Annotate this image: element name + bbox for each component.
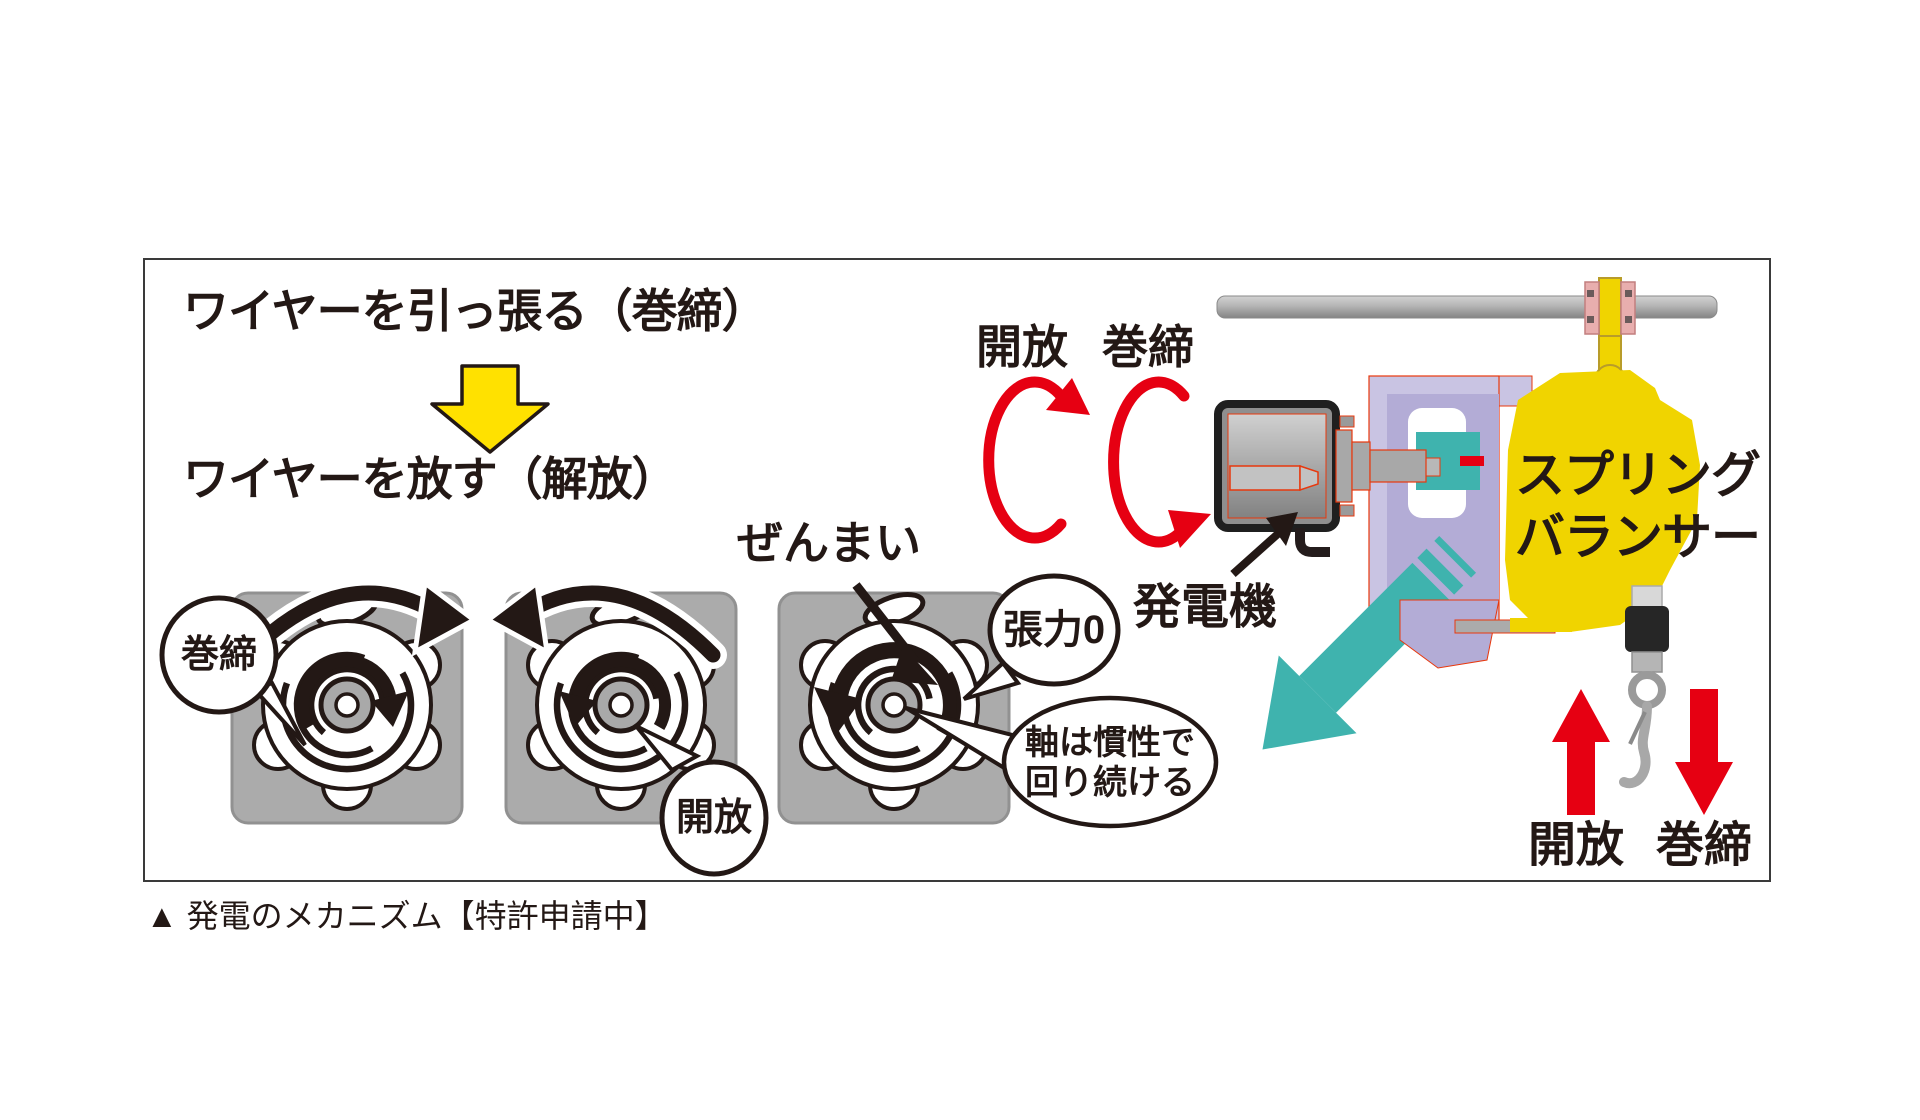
- spring-panels: [230, 578, 1011, 825]
- rotation-wind-label: 巻締: [1102, 321, 1194, 373]
- figure-caption: ▲ 発電のメカニズム【特許申請中】: [146, 898, 667, 934]
- mainspring-pointer-arrow: [852, 582, 938, 685]
- generator-pointer-arrow: [1230, 512, 1298, 577]
- bubble-tension-zero-label: 張力0: [1002, 608, 1106, 652]
- diagram-frame: [143, 258, 1771, 882]
- bubble-release: [634, 724, 769, 877]
- wire-wind-label: 巻締: [1656, 819, 1753, 872]
- spring-balancer-label: スプリング バランサー: [1515, 444, 1761, 568]
- spring-wheel-1: [254, 588, 440, 809]
- spring-balancer: [1505, 370, 1700, 632]
- mainspring-label: ぜんまい: [737, 517, 921, 569]
- bubble-wind: [159, 595, 307, 747]
- rail: [1216, 295, 1718, 319]
- rotation-release-label: 開放: [976, 321, 1068, 373]
- bubble-wind-label: 巻締: [180, 634, 258, 676]
- release-rotation-arrow: [483, 578, 727, 669]
- generator-label: 発電機: [1133, 581, 1278, 634]
- bubble-tension-zero: [962, 573, 1121, 701]
- bracket-leg: [1399, 599, 1556, 669]
- bubble-release-label: 開放: [675, 797, 753, 839]
- spring-wheel-2: [528, 588, 714, 809]
- bubble-inertia-line1: 軸は慣性で: [1025, 724, 1195, 762]
- spring-balancer-line2: バランサー: [1515, 509, 1761, 565]
- wire-direction-arrows: [1552, 689, 1733, 815]
- bubble-inertia: [904, 695, 1219, 829]
- wire-release-label: 開放: [1528, 819, 1625, 872]
- flow-step-pull: ワイヤーを引っ張る（巻締）: [183, 285, 768, 337]
- yellow-down-arrow: [430, 364, 550, 454]
- rotation-arrows: [983, 376, 1211, 548]
- spring-balancer-line1: スプリング: [1515, 447, 1761, 503]
- flow-step-release: ワイヤーを放す（解放）: [183, 453, 678, 505]
- hook-assembly: [1619, 585, 1669, 789]
- generator: [1214, 400, 1484, 557]
- bubble-inertia-line2: 回り続ける: [1025, 764, 1195, 802]
